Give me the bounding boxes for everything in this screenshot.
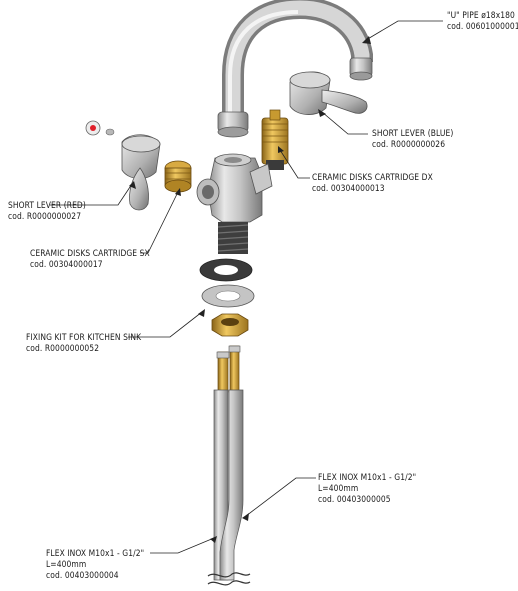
callout-short-lever-blue-name: SHORT LEVER (BLUE) xyxy=(372,128,454,138)
leader-lever-red xyxy=(50,183,133,206)
leader-lever-blue xyxy=(321,111,368,135)
short-lever-blue-part xyxy=(289,71,368,115)
callout-flex-left-length: L=400mm xyxy=(46,559,87,569)
callout-cartridge-dx: CERAMIC DISKS CARTRIDGE DX cod. 00304000… xyxy=(312,172,433,194)
callout-short-lever-blue-code: cod. R0000000026 xyxy=(372,139,446,149)
callout-flex-right: FLEX INOX M10x1 - G1/2" L=400mm cod. 004… xyxy=(318,472,416,505)
callout-flex-right-code: cod. 00403000005 xyxy=(318,494,391,504)
brass-nut-part xyxy=(211,313,249,337)
leader-cartridge-sx xyxy=(140,191,179,254)
callout-fixing-kit: FIXING KIT FOR KITCHEN SINK cod. R000000… xyxy=(26,332,141,354)
callout-short-lever-red: SHORT LEVER (RED) cod. R0000000027 xyxy=(8,200,86,222)
red-cap-part xyxy=(85,120,115,136)
callout-fixing-kit-code: cod. R0000000052 xyxy=(26,343,100,353)
cartridge-dx-part xyxy=(261,109,289,170)
callout-cartridge-dx-name: CERAMIC DISKS CARTRIDGE DX xyxy=(312,172,433,182)
callout-cartridge-sx: CERAMIC DISKS CARTRIDGE SX cod. 00304000… xyxy=(30,248,150,270)
leader-u-pipe xyxy=(365,20,443,41)
callout-flex-left: FLEX INOX M10x1 - G1/2" L=400mm cod. 004… xyxy=(46,548,144,581)
callout-flex-left-code: cod. 00403000004 xyxy=(46,570,119,580)
callout-u-pipe-name: "U" PIPE ø18x180 xyxy=(447,10,515,20)
callout-u-pipe-code: cod. 00601000001 xyxy=(447,21,518,31)
callout-short-lever-blue: SHORT LEVER (BLUE) cod. R0000000026 xyxy=(372,128,453,150)
steel-washer-part xyxy=(201,284,255,308)
callout-cartridge-sx-name: CERAMIC DISKS CARTRIDGE SX xyxy=(30,248,150,258)
short-lever-red-part xyxy=(121,134,161,211)
callout-fixing-kit-name: FIXING KIT FOR KITCHEN SINK xyxy=(26,332,142,342)
faucet-body-part xyxy=(196,153,273,254)
callout-flex-right-name: FLEX INOX M10x1 - G1/2" xyxy=(318,472,417,482)
callout-short-lever-red-code: cod. R0000000027 xyxy=(8,211,82,221)
cartridge-sx-part xyxy=(164,160,192,193)
leader-flex-right xyxy=(245,477,316,517)
callout-cartridge-dx-code: cod. 00304000013 xyxy=(312,183,385,193)
u-pipe-part xyxy=(217,0,373,138)
leader-cartridge-dx xyxy=(279,149,310,179)
flex-hoses-part xyxy=(207,345,251,586)
leader-arrowheads xyxy=(129,36,371,543)
callout-flex-right-length: L=400mm xyxy=(318,483,359,493)
leader-flex-left xyxy=(150,537,215,554)
leader-lines xyxy=(50,20,443,554)
callout-cartridge-sx-code: cod. 00304000017 xyxy=(30,259,103,269)
callout-short-lever-red-name: SHORT LEVER (RED) xyxy=(8,200,86,210)
leader-fixing-kit xyxy=(128,311,203,338)
black-gasket-part xyxy=(199,258,253,282)
callout-flex-left-name: FLEX INOX M10x1 - G1/2" xyxy=(46,548,145,558)
callout-u-pipe: "U" PIPE ø18x180 cod. 00601000001 xyxy=(447,10,518,32)
